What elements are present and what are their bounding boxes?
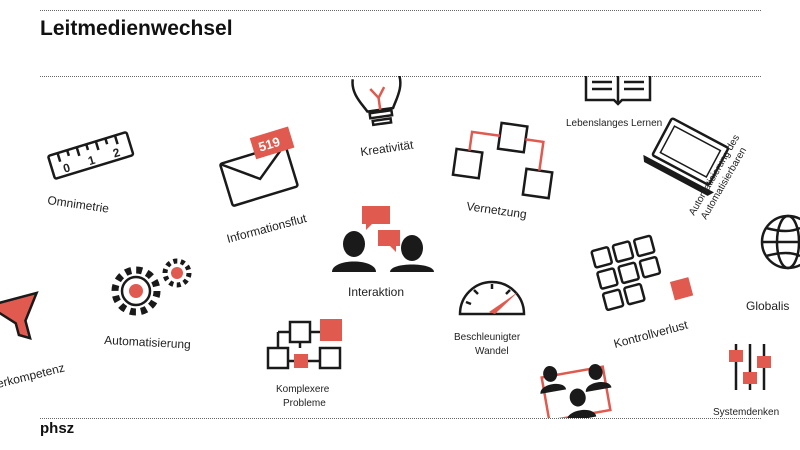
footer-brand: phsz (40, 420, 75, 437)
globalisierung-label: Globalis (746, 299, 789, 313)
vernetzung: Vernetzung (451, 121, 554, 221)
speedometer-icon (458, 280, 526, 316)
count-badge (249, 126, 295, 160)
ruler-icon: 0 1 2 (47, 131, 135, 180)
informationsflut: 519 Informationsflut (219, 126, 309, 246)
omnimetrie: 0 1 2 Omnimetrie (47, 131, 135, 216)
count-badge-text: 519 (257, 134, 282, 155)
funnel-icon (0, 291, 39, 340)
kreativitaet: Kreativität (351, 76, 415, 159)
ruler-number-0: 0 (61, 160, 72, 175)
vernetzung-label: Vernetzung (466, 199, 528, 221)
people-icon (332, 231, 434, 272)
komplexere-probleme-label-line2: Probleme (283, 398, 326, 409)
chat-bubbles-icon (362, 206, 400, 252)
lebenslanges-lernen-label: Lebenslanges Lernen (566, 118, 662, 129)
sliders-icon (729, 344, 771, 390)
omnimetrie-label: Omnimetrie (47, 193, 111, 216)
grid-squares-icon (590, 234, 694, 312)
beschleunigter-wandel-label-line2: Wandel (475, 346, 509, 357)
ruler-number-2: 2 (111, 145, 122, 160)
globalisierung: Globalis (746, 214, 800, 313)
informationsflut-label: Informationsflut (225, 211, 309, 246)
lebenslanges-lernen: Lebenslanges Lernen (566, 76, 662, 129)
top-rule (40, 10, 761, 11)
beschleunigter-wandel-label-line1: Beschleunigter (454, 332, 521, 343)
book-icon (584, 76, 652, 106)
filterkompetenz-label: erkompetenz (0, 361, 66, 391)
team-icon (540, 364, 612, 418)
kontrollverlust-label: Kontrollverlust (612, 318, 690, 351)
flowchart-icon (266, 319, 342, 370)
kontrollverlust: Kontrollverlust (590, 234, 694, 351)
interaktion: Interaktion (332, 206, 434, 299)
icon-collage: 0 1 2 Omnimetrie 519 Informationsflut Kr… (0, 76, 800, 418)
komplexere-probleme: Komplexere Probleme (266, 319, 342, 409)
footer-divider (40, 418, 761, 419)
laptop-icon (643, 117, 730, 196)
interaktion-label: Interaktion (348, 285, 404, 299)
gears-icon (111, 258, 192, 316)
automatisierung: Automatisierung (104, 258, 192, 352)
filterkompetenz: erkompetenz (0, 291, 66, 391)
lightbulb-icon (351, 76, 402, 127)
kreativitaet-label: Kreativität (359, 138, 414, 159)
systemdenken: Systemdenken (713, 344, 779, 418)
komplexere-probleme-label-line1: Komplexere (276, 384, 330, 395)
ruler-number-1: 1 (86, 153, 97, 168)
beschleunigter-wandel: Beschleunigter Wandel (454, 280, 526, 357)
network-icon (451, 121, 554, 200)
automatisierung-label: Automatisierung (104, 333, 191, 352)
slide-title: Leitmedienwechsel (40, 17, 233, 40)
envelope-icon: 519 (219, 126, 299, 207)
systemdenken-label: Systemdenken (713, 407, 779, 418)
automatisierung-des-automatisierbaren: Automatisierung des Automatisierbaren (643, 117, 749, 222)
globe-icon (760, 214, 800, 270)
